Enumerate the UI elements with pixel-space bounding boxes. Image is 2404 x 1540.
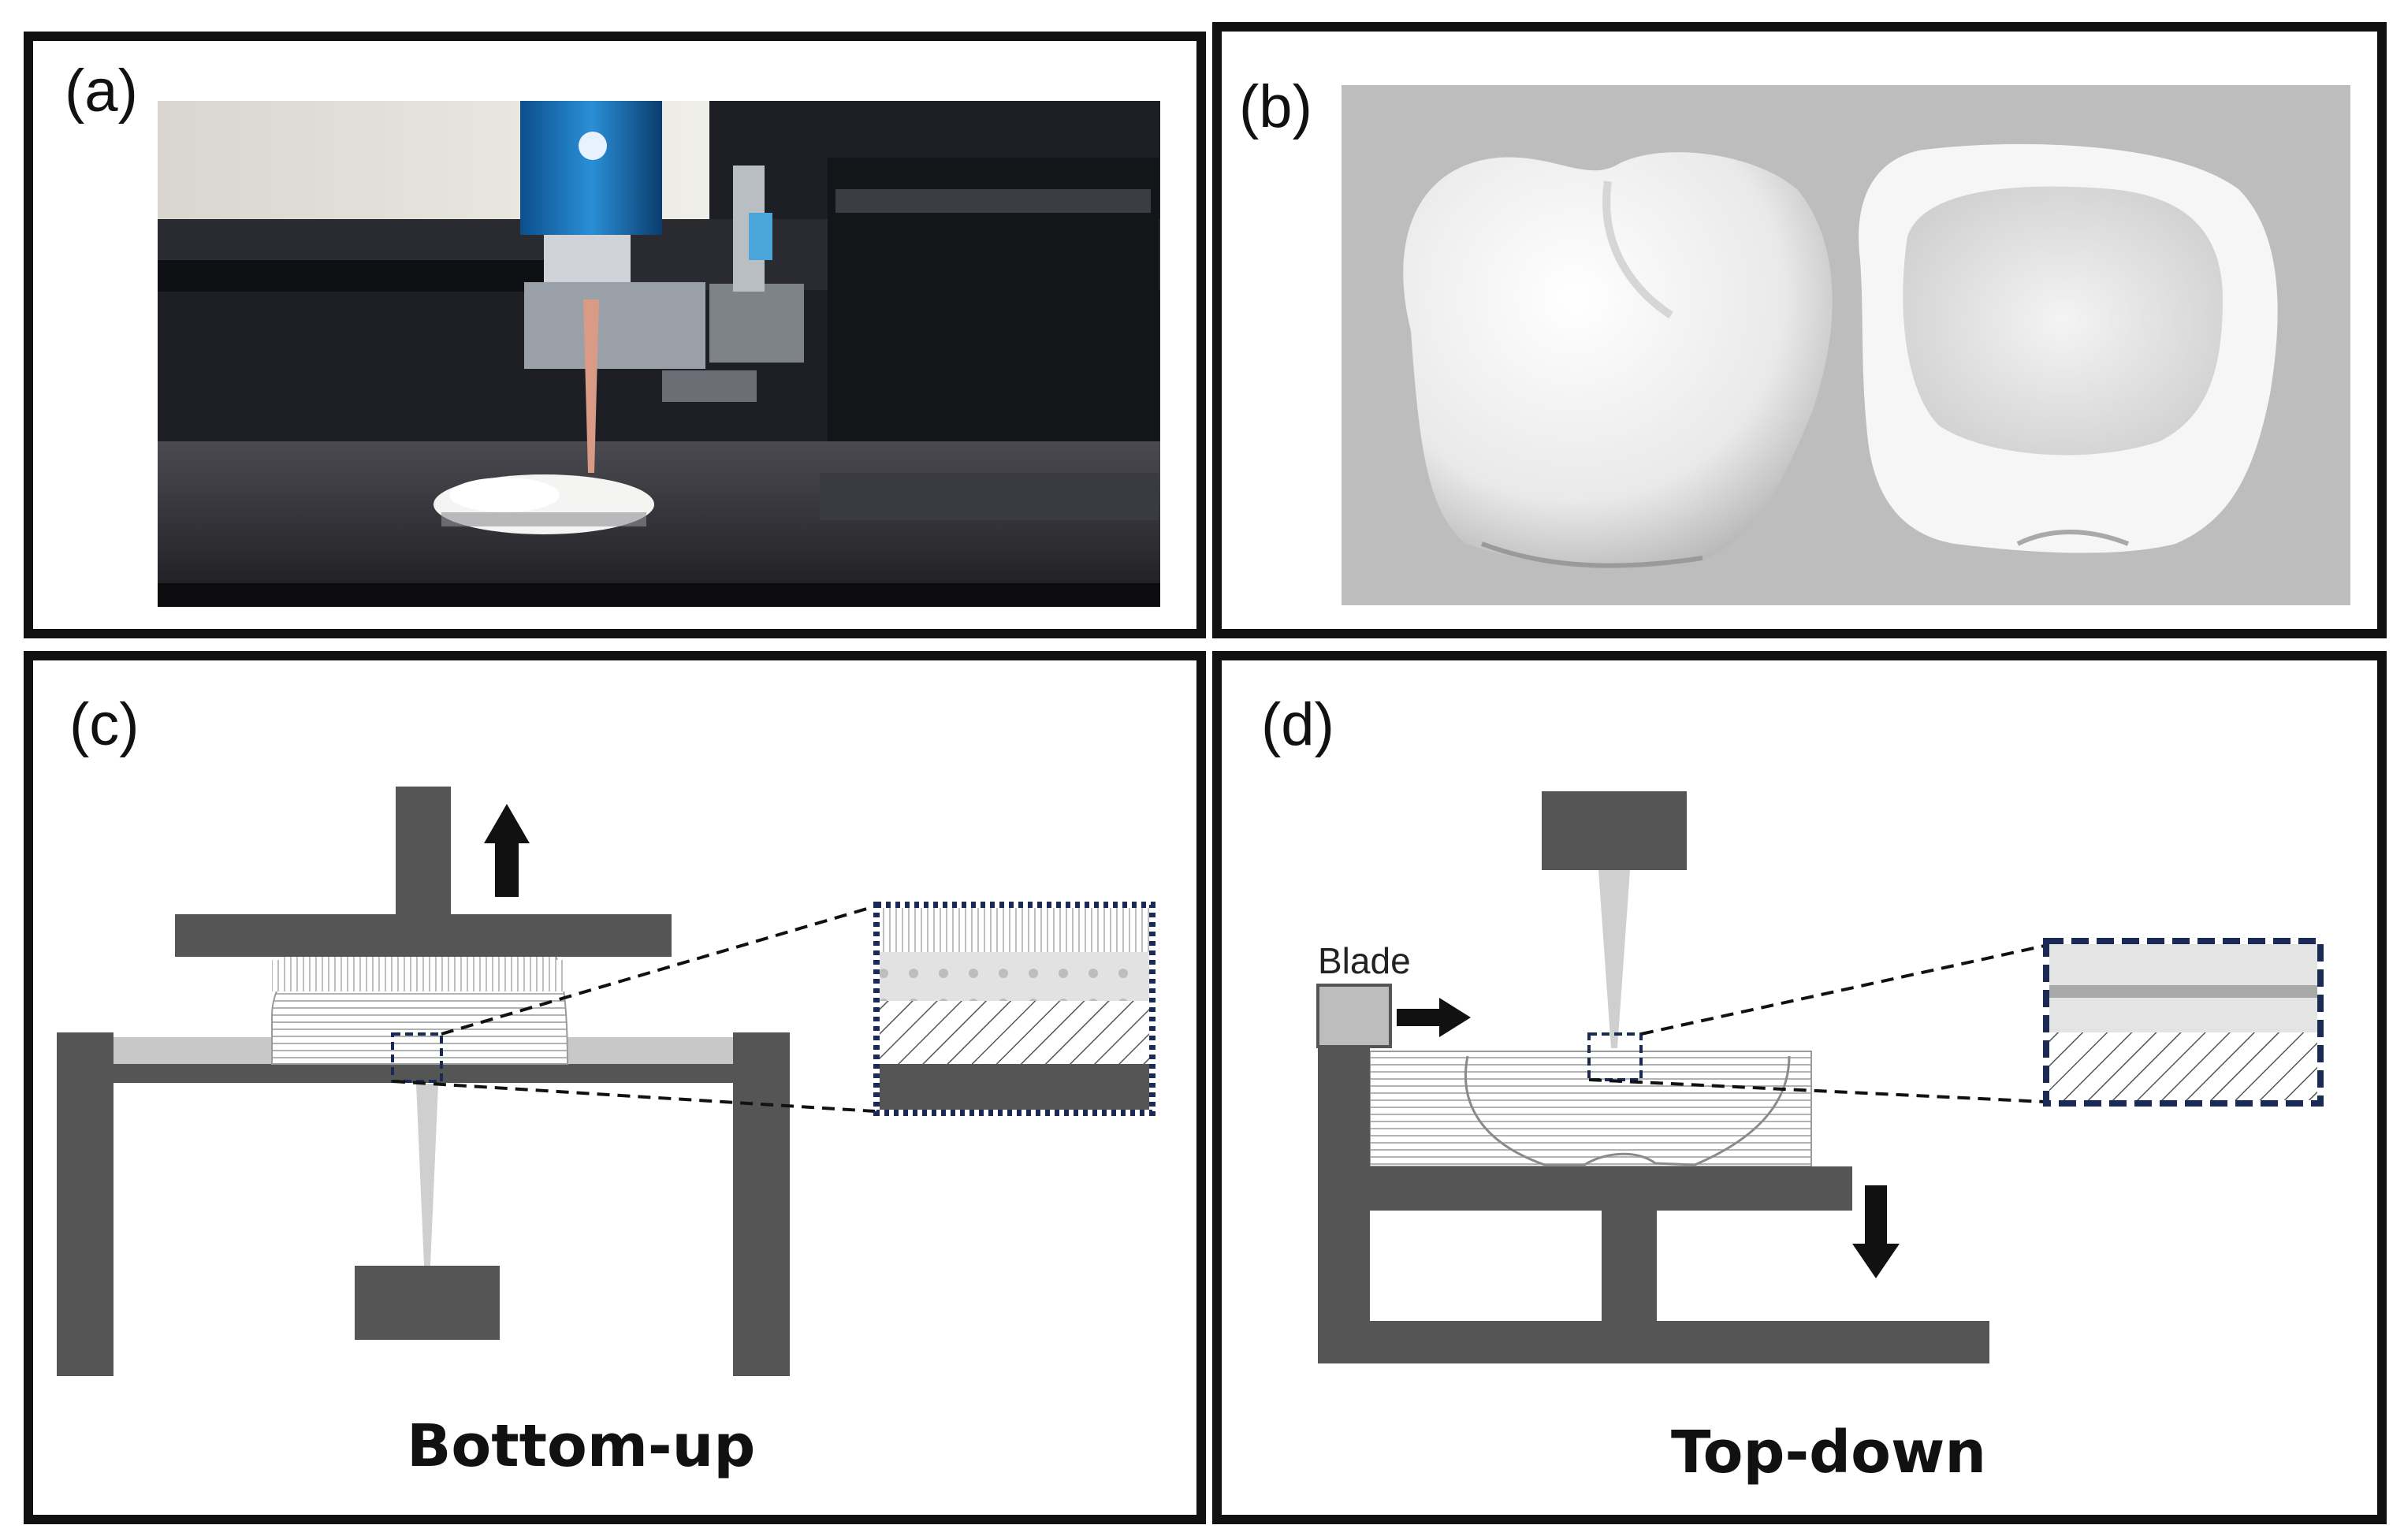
panel-label-a: (a) — [65, 58, 138, 125]
panel-label-d: (d) — [1261, 691, 1334, 758]
panel-a — [24, 32, 1206, 638]
panel-d — [1212, 651, 2387, 1524]
panel-label-c: (c) — [69, 691, 140, 758]
panel-b — [1212, 22, 2387, 638]
blade-label: Blade — [1318, 940, 1411, 981]
panel-label-b: (b) — [1239, 73, 1312, 140]
panel-c — [24, 651, 1206, 1524]
caption-top-down: Top-down — [1671, 1419, 1987, 1486]
caption-bottom-up: Bottom-up — [407, 1412, 756, 1480]
